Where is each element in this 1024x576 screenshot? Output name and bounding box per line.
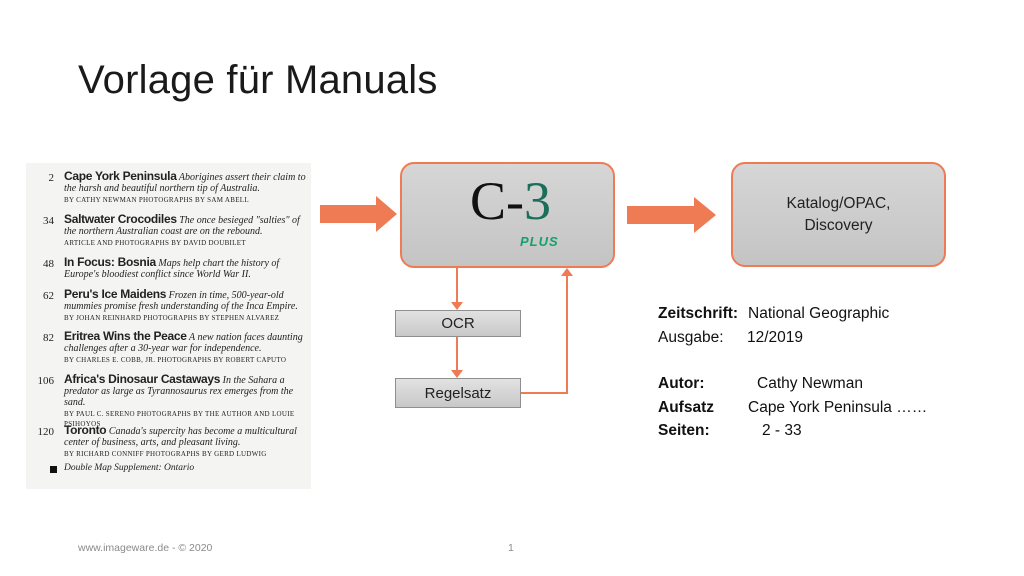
seiten-value: 2 - 33 [762, 422, 802, 439]
bullet-square-icon [50, 466, 57, 473]
toc-text: Canada's supercity has become a multicul… [64, 426, 297, 448]
page-title: Vorlage für Manuals [78, 58, 438, 102]
toc-title: Cape York Peninsula [64, 169, 177, 183]
aufsatz-label: Aufsatz [658, 399, 714, 416]
toc-page-number: 34 [43, 215, 54, 227]
toc-byline: BY CHARLES E. COBB, JR. PHOTOGRAPHS BY R… [64, 356, 287, 364]
toc-text: The once besieged "salties" of the north… [64, 215, 300, 237]
toc-title: Saltwater Crocodiles [64, 212, 177, 226]
arrowhead-down-icon [451, 370, 463, 378]
page-number: 1 [508, 542, 514, 554]
katalog-opac-box: Katalog/OPAC, Discovery [731, 162, 946, 267]
autor-value: Cathy Newman [757, 375, 863, 392]
c3-logo-digit: 3 [524, 171, 551, 231]
toc-page-number: 120 [37, 426, 55, 438]
c3-logo-main: C- [470, 171, 524, 231]
ocr-label: OCR [441, 315, 475, 332]
aufsatz-value: Cape York Peninsula …… [748, 399, 928, 416]
toc-page-number: 48 [43, 258, 54, 270]
autor-label: Autor: [658, 375, 705, 392]
zeitschrift-value: National Geographic [748, 305, 890, 322]
katalog-label: Katalog/OPAC, Discovery [786, 194, 891, 234]
toc-byline: ARTICLE AND PHOTOGRAPHS BY DAVID DOUBILE… [64, 239, 246, 247]
toc-page-number: 82 [43, 332, 54, 344]
c3-logo: C-3 [470, 170, 551, 232]
toc-title: Africa's Dinosaur Castaways [64, 372, 221, 386]
toc-title: Toronto [64, 423, 107, 437]
ausgabe-label: Ausgabe: [658, 329, 724, 346]
toc-text: Frozen in time, 500-year-old mummies pro… [64, 290, 298, 312]
toc-text: In the Sahara a predator as large as Tyr… [64, 375, 294, 408]
toc-text: Maps help chart the history of Europe's … [64, 258, 280, 280]
ausgabe-value: 12/2019 [747, 329, 804, 346]
regelsatz-to-c3-line [521, 275, 568, 394]
c3-logo-plus: PLUS [520, 234, 559, 249]
toc-title: In Focus: Bosnia [64, 255, 156, 269]
footer-text: www.imageware.de - © 2020 [78, 542, 213, 554]
arrowhead-up-icon [561, 268, 573, 276]
toc-byline: BY CATHY NEWMAN PHOTOGRAPHS BY SAM ABELL [64, 196, 249, 204]
ocr-box: OCR [395, 310, 521, 337]
toc-byline: BY PAUL C. SERENO PHOTOGRAPHS BY THE AUT… [64, 410, 295, 428]
toc-byline: BY RICHARD CONNIFF PHOTOGRAPHS BY GERD L… [64, 450, 267, 458]
toc-page-number: 106 [37, 375, 55, 387]
c3-plus-box: C-3 PLUS [400, 162, 615, 268]
toc-text: A new nation faces daunting challenges a… [64, 332, 303, 354]
arrowhead-down-icon [451, 302, 463, 310]
toc-text: Aborigines assert their claim to the har… [64, 172, 306, 194]
toc-scan-image: 2 Cape York Peninsula Aborigines assert … [26, 163, 311, 489]
regelsatz-label: Regelsatz [424, 384, 492, 402]
toc-byline: BY JOHAN REINHARD PHOTOGRAPHS BY STEPHEN… [64, 314, 280, 322]
input-arrow [320, 196, 397, 232]
zeitschrift-label: Zeitschrift: [658, 305, 739, 322]
toc-supplement: Double Map Supplement: Ontario [64, 463, 195, 473]
output-arrow [627, 197, 716, 233]
toc-title: Peru's Ice Maidens [64, 287, 167, 301]
toc-page-number: 62 [43, 290, 54, 302]
toc-title: Eritrea Wins the Peace [64, 329, 187, 343]
seiten-label: Seiten: [658, 422, 710, 439]
regelsatz-box: Regelsatz [395, 378, 521, 408]
toc-page-number: 2 [48, 172, 55, 184]
